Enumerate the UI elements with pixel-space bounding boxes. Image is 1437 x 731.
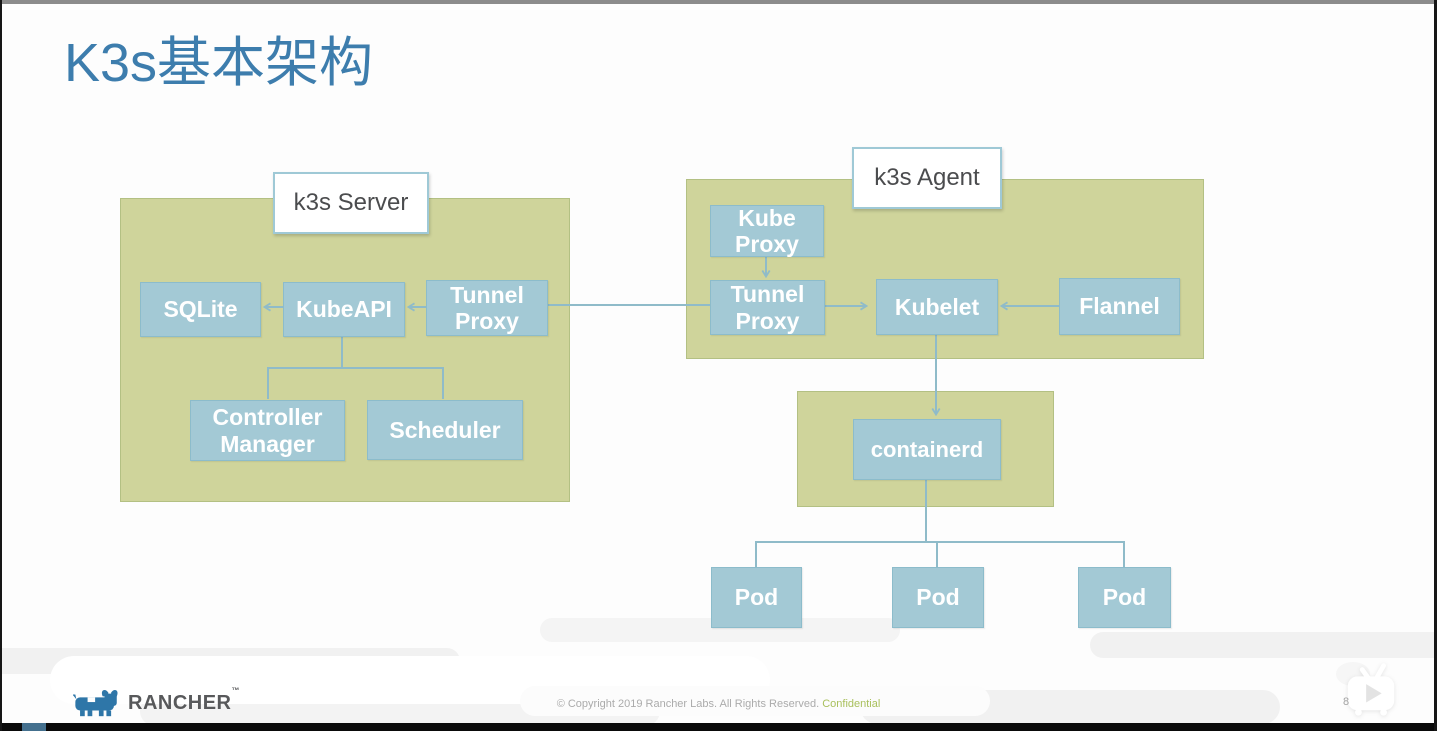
bottom-frame-bar <box>0 723 1437 731</box>
node-scheduler: Scheduler <box>367 400 523 460</box>
node-controller-manager: Controller Manager <box>190 400 345 461</box>
node-kubelet: Kubelet <box>876 279 998 335</box>
trademark-symbol: ™ <box>231 685 240 695</box>
node-containerd: containerd <box>853 419 1001 480</box>
node-tunnel-proxy-server: Tunnel Proxy <box>426 280 548 336</box>
right-frame-bar <box>1434 0 1437 731</box>
node-pod-2: Pod <box>892 567 984 628</box>
video-play-watermark[interactable] <box>1340 658 1402 723</box>
copyright-text: © Copyright 2019 Rancher Labs. All Right… <box>556 698 820 710</box>
rancher-logo: RANCHER™ <box>73 685 240 719</box>
confidential-text: Confidential <box>822 698 881 710</box>
k3s-server-label-text: k3s Server <box>293 189 409 216</box>
node-sqlite: SQLite <box>140 282 261 337</box>
tv-play-icon <box>1347 663 1395 716</box>
node-kubeapi: KubeAPI <box>283 282 405 337</box>
left-frame-bar <box>0 0 2 731</box>
k3s-agent-label-text: k3s Agent <box>874 164 980 191</box>
background-cloud <box>1090 632 1437 658</box>
node-pod-3: Pod <box>1078 567 1171 628</box>
background-cloud <box>520 686 990 716</box>
top-frame-bar <box>0 0 1437 4</box>
node-tunnel-proxy-agent: Tunnel Proxy <box>710 280 825 335</box>
rancher-bull-icon <box>73 690 118 717</box>
node-flannel: Flannel <box>1059 278 1180 335</box>
node-pod-1: Pod <box>711 567 802 628</box>
node-kube-proxy: Kube Proxy <box>710 205 824 257</box>
k3s-agent-label: k3s Agent <box>852 147 1002 209</box>
k3s-server-label: k3s Server <box>273 172 429 234</box>
video-progress-segment <box>22 723 46 731</box>
watermark-badge: 8 <box>1343 696 1350 708</box>
copyright-line: © Copyright 2019 Rancher Labs. All Right… <box>0 698 1437 710</box>
slide-title: K3s基本架构 <box>64 33 374 93</box>
rancher-logo-text: RANCHER™ <box>128 685 240 714</box>
